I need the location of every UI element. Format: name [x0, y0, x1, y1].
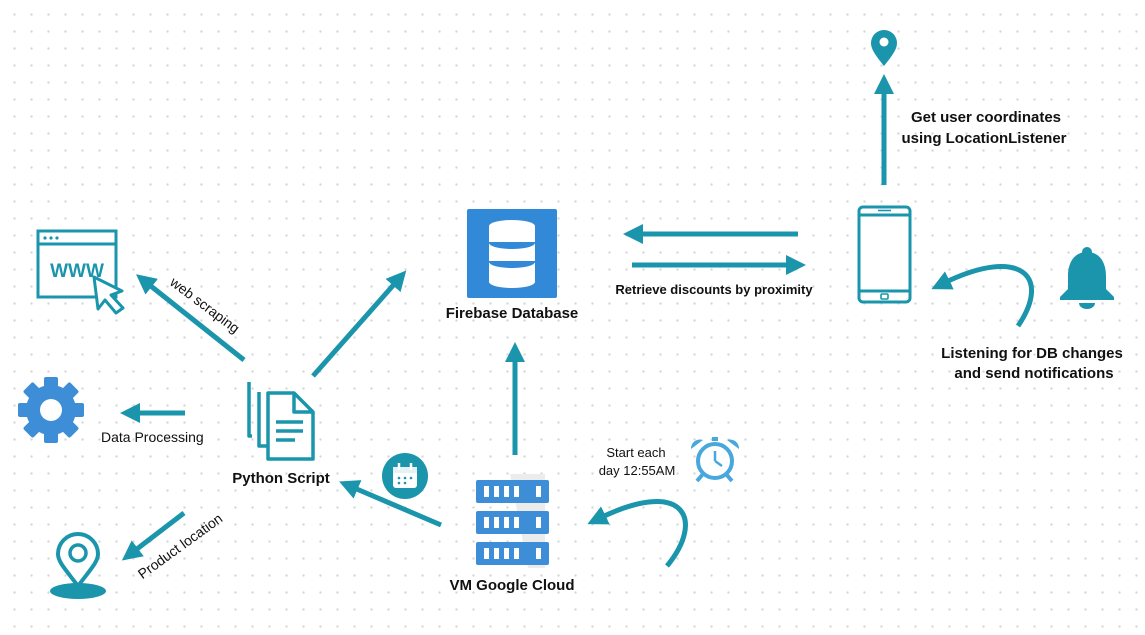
server-rack-icon — [476, 474, 549, 568]
calendar-icon — [382, 453, 428, 499]
database-icon — [467, 209, 557, 298]
smartphone-icon — [857, 205, 912, 304]
document-icon — [247, 382, 315, 461]
bell-icon — [1060, 247, 1114, 309]
arrow-notify-curve — [931, 264, 1034, 328]
arrow-vm-to-python — [339, 480, 442, 528]
arrow-web-scraping — [136, 274, 246, 362]
coords-label-line2: using LocationListener — [901, 130, 1066, 147]
product-location-label: Product location — [135, 510, 226, 582]
retrieve-label: Retrieve discounts by proximity — [615, 282, 813, 297]
schedule-label-line2: day 12:55AM — [599, 463, 676, 478]
listen-label-line2: and send notifications — [954, 365, 1113, 382]
firebase-label: Firebase Database — [446, 305, 579, 322]
arrow-schedule-curve — [587, 499, 688, 568]
map-pin-icon — [50, 532, 106, 599]
arrow-product-location — [121, 511, 186, 561]
www-text: WWW — [50, 261, 104, 282]
listen-label-line1: Listening for DB changes — [941, 345, 1123, 362]
schedule-label-line1: Start each — [606, 445, 665, 460]
coords-label-line1: Get user coordinates — [911, 109, 1061, 126]
location-pin-icon — [871, 30, 897, 66]
data-processing-label: Data Processing — [101, 429, 204, 445]
edges — [120, 74, 1034, 568]
python-script-label: Python Script — [232, 470, 330, 487]
gear-icon — [18, 377, 84, 443]
alarm-clock-icon — [690, 437, 740, 483]
cursor-icon — [92, 275, 125, 315]
vm-label: VM Google Cloud — [450, 577, 575, 594]
arrow-python-to-firebase — [311, 270, 407, 378]
